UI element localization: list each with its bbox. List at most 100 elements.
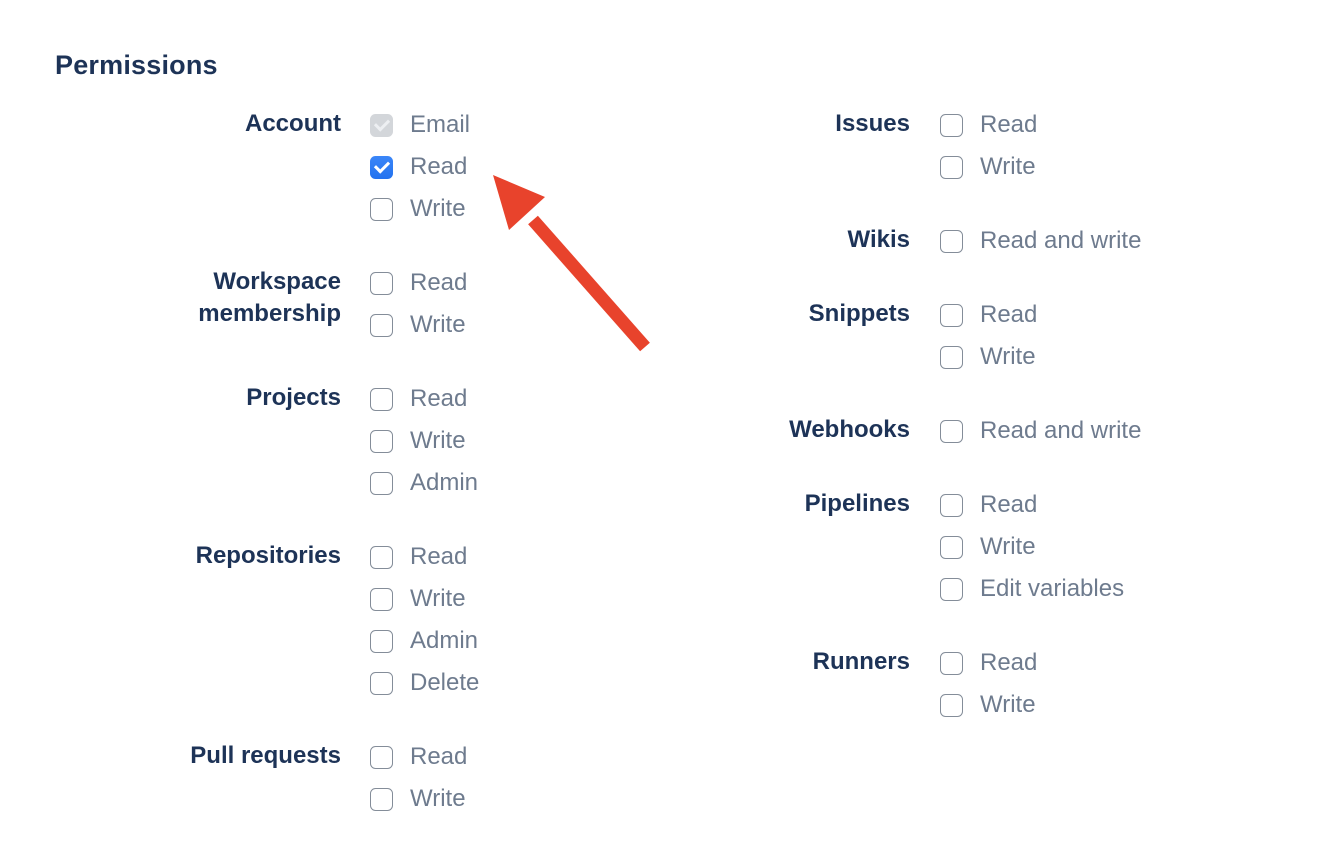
projects-admin-option[interactable]: Admin [370, 462, 478, 504]
repositories-write-option[interactable]: Write [370, 578, 479, 620]
permission-group-label: Projects [246, 384, 341, 411]
projects-read-option[interactable]: Read [370, 378, 478, 420]
pipelines-edit-variables-option[interactable]: Edit variables [940, 568, 1124, 610]
permission-group-label: Pull requests [190, 742, 341, 769]
permission-group-runners: Runners Read Write [760, 642, 1141, 726]
runners-write-checkbox[interactable] [940, 693, 963, 717]
checkbox-label: Write [410, 785, 466, 812]
account-read-option[interactable]: Read [370, 146, 470, 188]
projects-admin-checkbox[interactable] [370, 471, 393, 495]
pull-requests-read-checkbox[interactable] [370, 745, 393, 769]
permissions-column-left: Account Email Read Write Workspace membe… [165, 104, 479, 820]
runners-read-option[interactable]: Read [940, 642, 1037, 684]
permission-options: Read and write [940, 410, 1141, 452]
wikis-read-and-write-option[interactable]: Read and write [940, 220, 1141, 262]
repositories-read-option[interactable]: Read [370, 536, 479, 578]
repositories-write-checkbox[interactable] [370, 587, 393, 611]
checkbox-label: Write [410, 311, 466, 338]
permission-options: Read and write [940, 220, 1141, 262]
account-email-option: Email [370, 104, 470, 146]
snippets-read-checkbox[interactable] [940, 303, 963, 327]
permission-group-label: Workspace membership [198, 268, 341, 327]
snippets-read-option[interactable]: Read [940, 294, 1037, 336]
repositories-delete-option[interactable]: Delete [370, 662, 479, 704]
issues-write-checkbox[interactable] [940, 155, 963, 179]
checkbox-label: Read [980, 649, 1038, 676]
checkbox-label: Read and write [980, 417, 1142, 444]
repositories-admin-option[interactable]: Admin [370, 620, 479, 662]
workspace-membership-write-checkbox[interactable] [370, 313, 393, 337]
pipelines-read-option[interactable]: Read [940, 484, 1124, 526]
snippets-write-option[interactable]: Write [940, 336, 1037, 378]
projects-write-checkbox[interactable] [370, 429, 393, 453]
permission-group-pipelines: Pipelines Read Write Edit variables [760, 484, 1141, 610]
permission-group-label: Account [245, 110, 341, 137]
permission-options: Email Read Write [370, 104, 470, 230]
checkbox-label: Email [410, 111, 471, 138]
permission-group-issues: Issues Read Write [760, 104, 1141, 188]
snippets-write-checkbox[interactable] [940, 345, 963, 369]
pipelines-write-option[interactable]: Write [940, 526, 1124, 568]
workspace-membership-read-checkbox[interactable] [370, 271, 393, 295]
account-read-checkbox[interactable] [370, 155, 393, 179]
checkbox-label: Write [980, 533, 1036, 560]
account-email-checkbox [370, 113, 393, 137]
checkbox-label: Write [410, 427, 466, 454]
repositories-delete-checkbox[interactable] [370, 671, 393, 695]
permission-options: Read Write [940, 642, 1037, 726]
projects-read-checkbox[interactable] [370, 387, 393, 411]
checkbox-label: Admin [410, 469, 479, 496]
checkbox-label: Write [410, 585, 466, 612]
runners-write-option[interactable]: Write [940, 684, 1037, 726]
checkbox-label: Read [980, 491, 1038, 518]
account-write-option[interactable]: Write [370, 188, 470, 230]
wikis-read-and-write-checkbox[interactable] [940, 229, 963, 253]
workspace-membership-write-option[interactable]: Write [370, 304, 467, 346]
permissions-heading: Permissions [55, 50, 218, 80]
pipelines-write-checkbox[interactable] [940, 535, 963, 559]
repositories-read-checkbox[interactable] [370, 545, 393, 569]
issues-write-option[interactable]: Write [940, 146, 1037, 188]
issues-read-checkbox[interactable] [940, 113, 963, 137]
permission-options: Read Write [940, 104, 1037, 188]
permission-options: Read Write Admin [370, 378, 478, 504]
permission-group-account: Account Email Read Write [165, 104, 479, 230]
checkbox-label: Read [410, 385, 468, 412]
checkbox-label: Write [410, 195, 466, 222]
permission-group-label: Snippets [808, 300, 910, 327]
account-write-checkbox[interactable] [370, 197, 393, 221]
runners-read-checkbox[interactable] [940, 651, 963, 675]
webhooks-read-and-write-checkbox[interactable] [940, 419, 963, 443]
permission-group-pull-requests: Pull requests Read Write [165, 736, 479, 820]
workspace-membership-read-option[interactable]: Read [370, 262, 467, 304]
webhooks-read-and-write-option[interactable]: Read and write [940, 410, 1141, 452]
checkbox-label: Read and write [980, 227, 1142, 254]
pull-requests-write-option[interactable]: Write [370, 778, 467, 820]
pull-requests-read-option[interactable]: Read [370, 736, 467, 778]
permissions-column-right: Issues Read Write Wikis Read and write S… [760, 104, 1141, 726]
permission-group-workspace-membership: Workspace membership Read Write [165, 262, 479, 346]
permission-group-snippets: Snippets Read Write [760, 294, 1141, 378]
permission-options: Read Write [370, 736, 467, 820]
checkbox-label: Admin [410, 627, 479, 654]
checkbox-label: Write [980, 691, 1036, 718]
pipelines-read-checkbox[interactable] [940, 493, 963, 517]
checkbox-label: Read [980, 301, 1038, 328]
permission-group-wikis: Wikis Read and write [760, 220, 1142, 262]
issues-read-option[interactable]: Read [940, 104, 1037, 146]
checkbox-label: Read [410, 269, 468, 296]
checkbox-label: Delete [410, 669, 480, 696]
checkbox-label: Write [980, 153, 1036, 180]
permission-group-label: Repositories [195, 542, 341, 569]
repositories-admin-checkbox[interactable] [370, 629, 393, 653]
permission-group-label: Runners [812, 648, 910, 675]
checkbox-label: Write [980, 343, 1036, 370]
permission-group-webhooks: Webhooks Read and write [760, 410, 1141, 452]
pull-requests-write-checkbox[interactable] [370, 787, 393, 811]
permission-group-label: Pipelines [804, 490, 910, 517]
checkbox-label: Edit variables [980, 575, 1125, 602]
projects-write-option[interactable]: Write [370, 420, 478, 462]
permission-options: Read Write [370, 262, 467, 346]
pipelines-edit-variables-checkbox[interactable] [940, 577, 963, 601]
permission-group-label: Issues [835, 110, 910, 137]
